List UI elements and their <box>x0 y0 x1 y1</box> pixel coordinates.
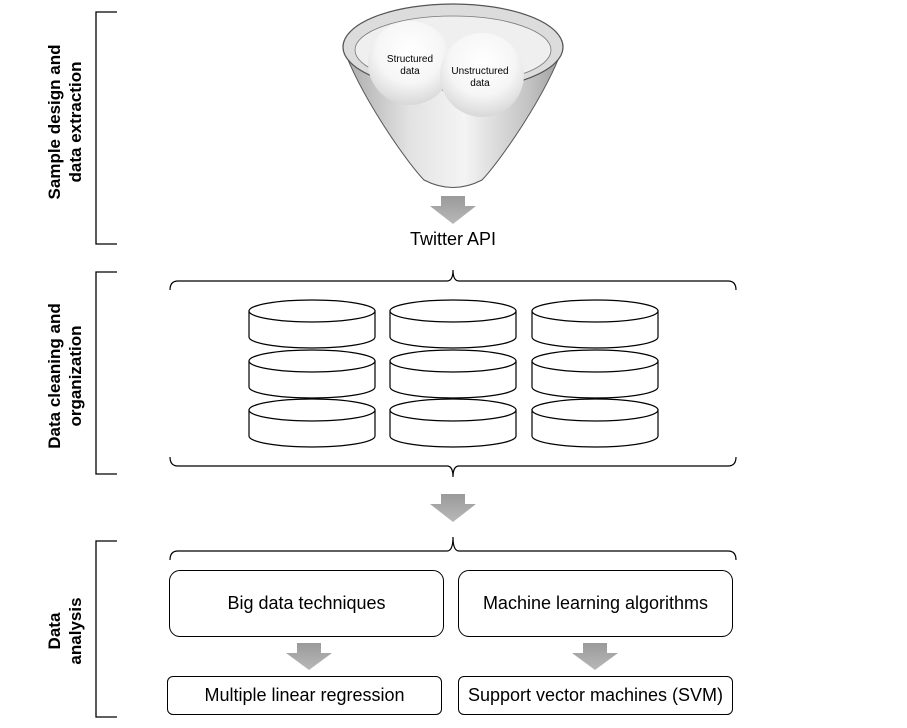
funnel: Structured data Unstructured data <box>342 3 564 188</box>
stage-label-analysis-line1: Data <box>45 612 64 650</box>
database-disk <box>389 299 517 349</box>
svm-label: Support vector machines (SVM) <box>467 685 724 705</box>
database-stacks <box>248 299 659 448</box>
twitter-api-label: Twitter API <box>410 229 496 249</box>
database-stack-2 <box>389 299 517 448</box>
mlr-box: Multiple linear regression <box>167 676 442 715</box>
database-disk <box>248 398 376 448</box>
database-disk <box>389 398 517 448</box>
analysis-top-brace <box>169 536 737 561</box>
machine-learning-label: Machine learning algorithms <box>482 593 709 613</box>
stage-label-analysis: Data analysis <box>44 581 86 681</box>
stage-label-extraction: Sample design and data extraction <box>44 17 86 227</box>
stage-label-extraction-line2: data extraction <box>66 61 85 183</box>
big-data-techniques-box: Big data techniques <box>169 570 444 637</box>
stage-label-analysis-line2: analysis <box>66 597 85 665</box>
machine-learning-box: Machine learning algorithms <box>458 570 733 637</box>
database-disk <box>389 349 517 399</box>
arrow-to-mlr <box>286 643 332 670</box>
cleaning-top-brace <box>169 269 737 291</box>
database-disk <box>531 349 659 399</box>
stage-label-cleaning-line1: Data cleaning and <box>45 303 64 449</box>
stage-bracket-extraction <box>95 11 117 245</box>
structured-data-circle <box>368 21 452 105</box>
cleaning-bottom-brace <box>169 456 737 478</box>
stage-label-extraction-line1: Sample design and <box>45 44 64 200</box>
unstructured-data-label-2: data <box>470 78 490 89</box>
arrow-to-analysis <box>430 494 476 522</box>
database-stack-3 <box>531 299 659 448</box>
arrow-to-twitter-api <box>430 196 476 224</box>
big-data-techniques-label: Big data techniques <box>227 593 386 613</box>
database-stack-1 <box>248 299 376 448</box>
database-disk <box>248 299 376 349</box>
stage-label-cleaning: Data cleaning and organization <box>44 271 86 481</box>
stage-bracket-cleaning <box>95 271 117 475</box>
structured-data-label-2: data <box>400 66 420 77</box>
unstructured-data-label-1: Unstructured <box>451 66 508 77</box>
database-disk <box>531 398 659 448</box>
stage-bracket-analysis <box>95 540 117 718</box>
unstructured-data-circle <box>440 33 524 117</box>
stage-label-cleaning-line2: organization <box>66 325 85 427</box>
arrow-to-svm <box>572 643 618 670</box>
structured-data-label-1: Structured <box>387 54 433 65</box>
svm-box: Support vector machines (SVM) <box>458 676 733 715</box>
database-disk <box>531 299 659 349</box>
database-disk <box>248 349 376 399</box>
mlr-label: Multiple linear regression <box>204 685 405 705</box>
